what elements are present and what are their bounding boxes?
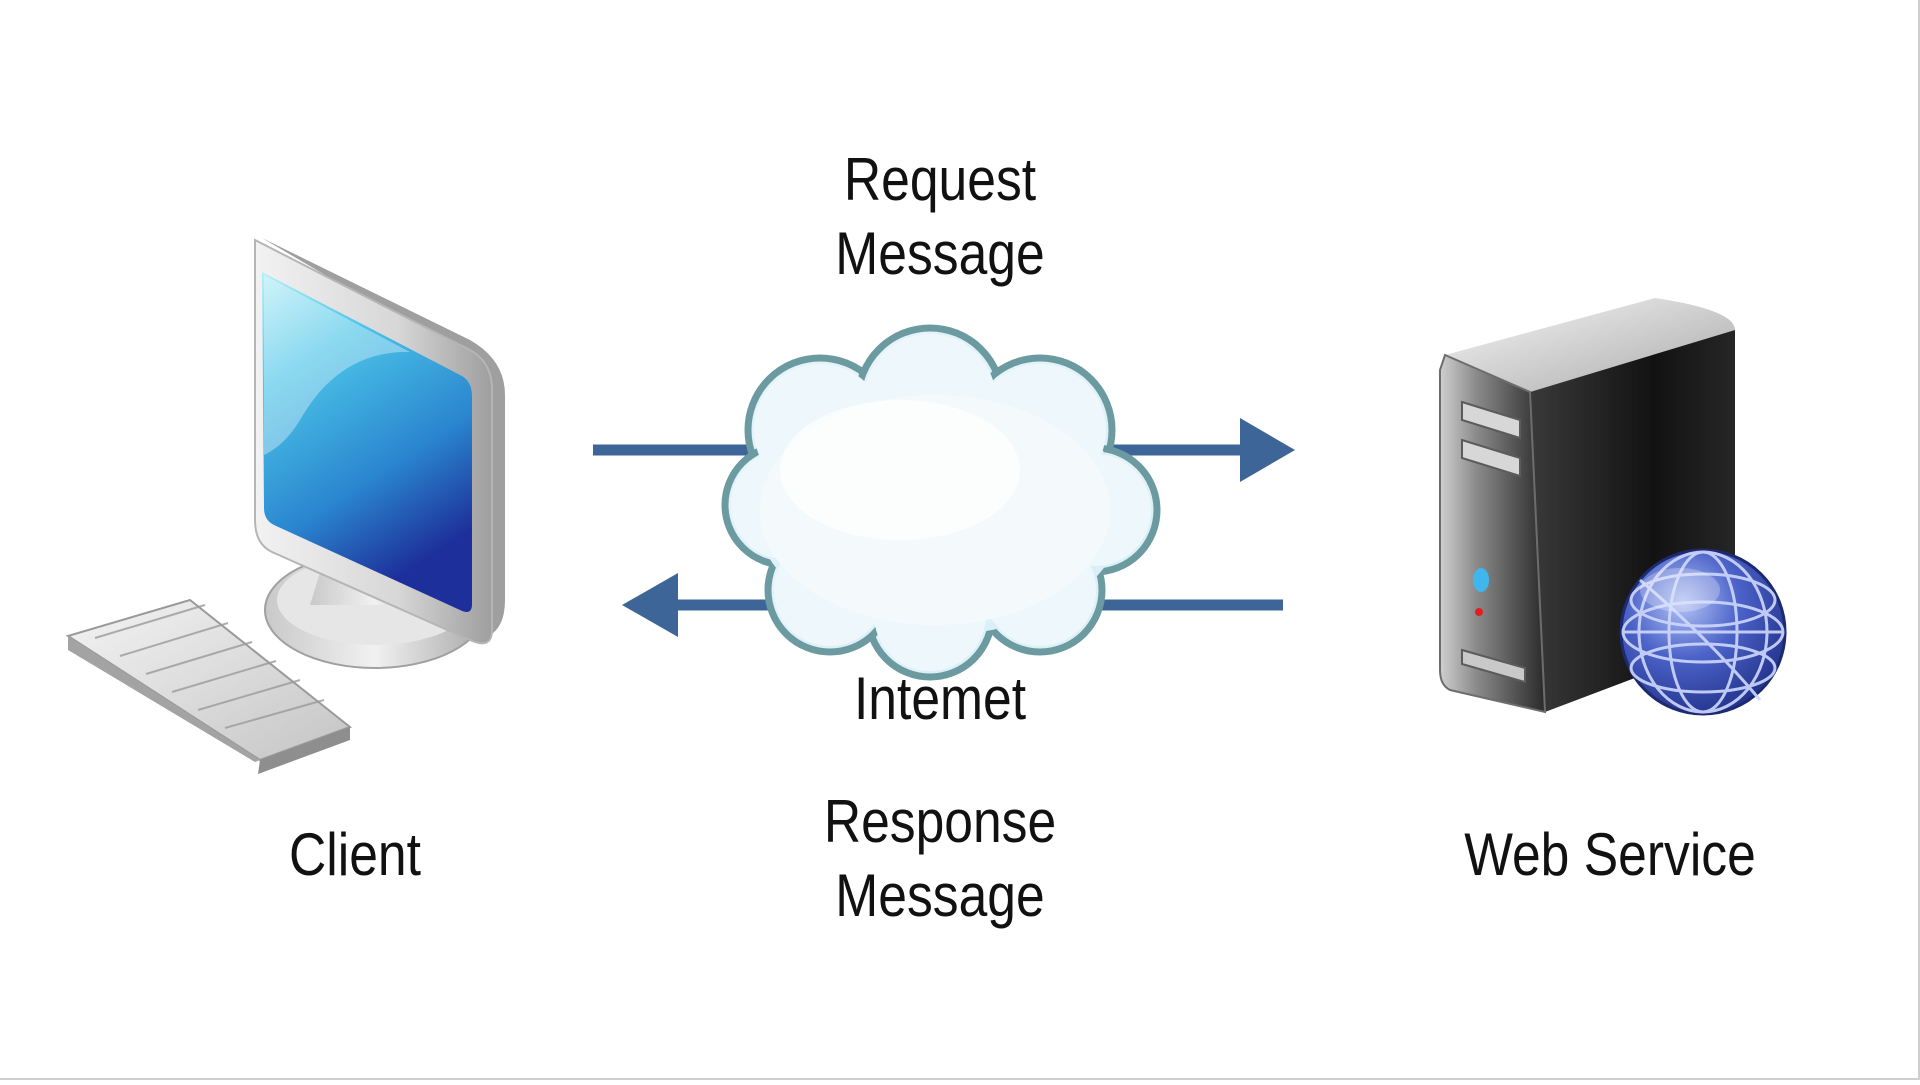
globe-icon [1619, 548, 1787, 716]
status-led-icon [1475, 608, 1483, 616]
response-message-line-2: Message [835, 862, 1045, 929]
client-label-text: Client [289, 821, 421, 888]
request-message-line-1: Request [843, 146, 1037, 213]
response-message-label: Response Message [790, 785, 1091, 933]
cloud-icon [721, 324, 1161, 681]
request-message-line-2: Message [835, 220, 1045, 287]
request-message-label: Request Message [790, 143, 1091, 291]
frame-right-edge [1918, 0, 1920, 1080]
server-tower-icon [1439, 298, 1787, 716]
drive-bay [1461, 400, 1526, 684]
keyboard-icon [65, 598, 353, 774]
client-label: Client [222, 818, 489, 892]
web-service-label-text: Web Service [1464, 821, 1756, 888]
internet-label: Intemet [811, 662, 1069, 736]
frame-bottom-edge [0, 1078, 1920, 1080]
internet-label-text: Intemet [853, 665, 1027, 732]
response-message-line-1: Response [823, 788, 1057, 855]
power-led-icon [1473, 568, 1489, 592]
web-service-label: Web Service [1429, 818, 1790, 892]
desktop-computer-icon [65, 238, 505, 774]
